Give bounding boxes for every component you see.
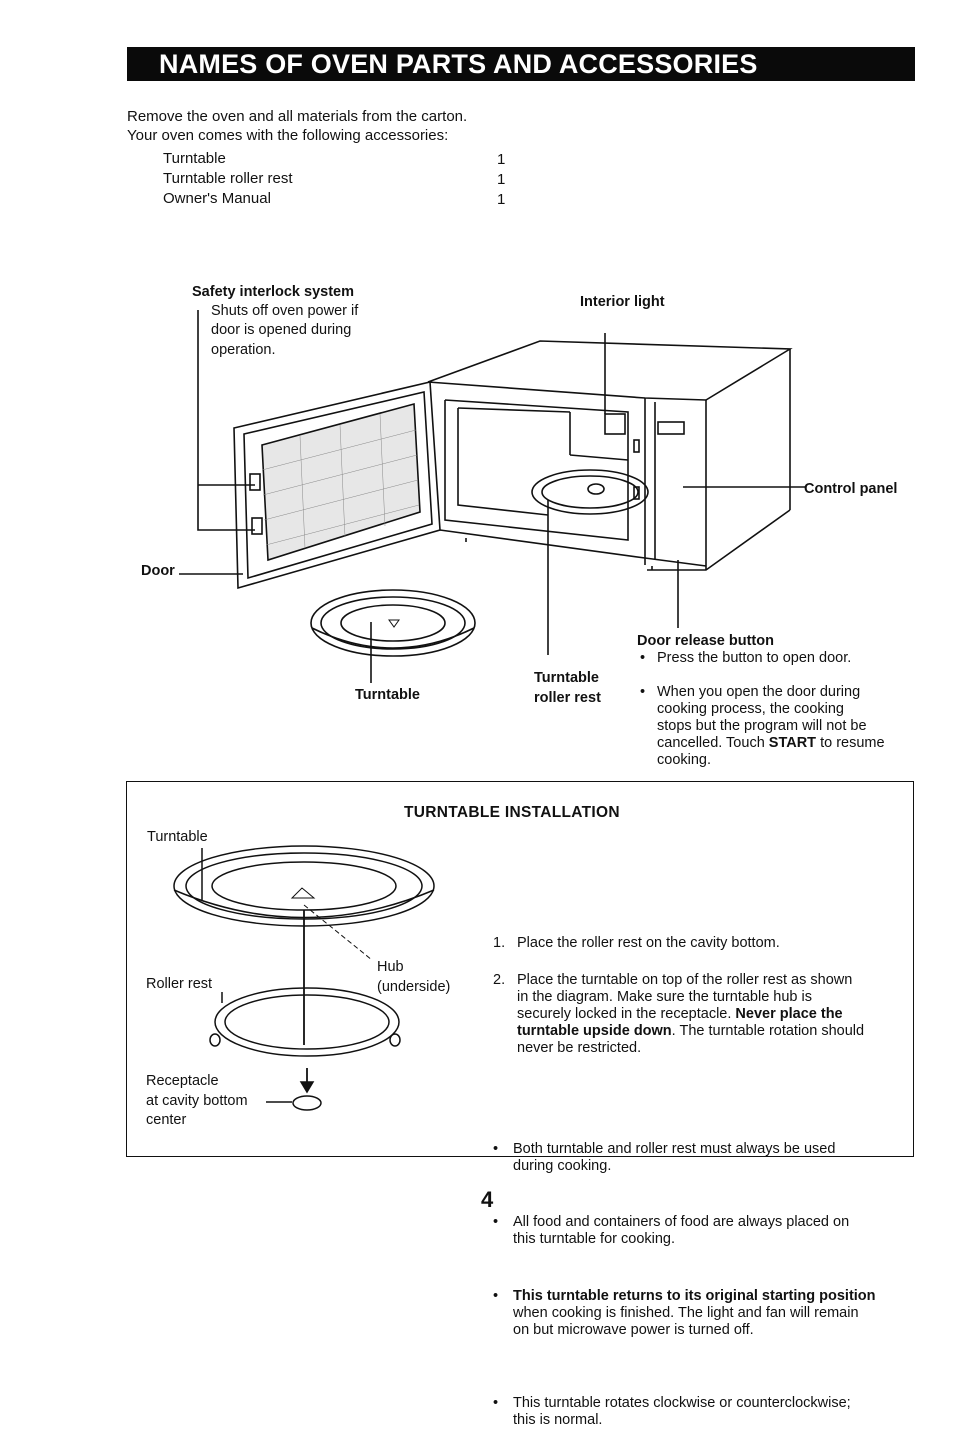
receptacle-label: at cavity bottom	[146, 1093, 248, 1109]
install-step: 2. Place the turntable on top of the rol…	[493, 972, 865, 1056]
interior-light-label: Interior light	[580, 294, 665, 310]
install-bullet: Both turntable and roller rest must alwa…	[489, 1141, 933, 1175]
control-panel-display	[657, 421, 685, 435]
safety-leader	[197, 310, 255, 531]
intro-line-1: Remove the oven and all materials from t…	[127, 108, 468, 125]
install-turntable-label: Turntable	[147, 829, 208, 845]
page-title: NAMES OF OVEN PARTS AND ACCESSORIES	[127, 47, 915, 81]
door-label: Door	[141, 563, 175, 579]
door-release-bullet: When you open the door during cooking pr…	[637, 684, 937, 769]
interior-light-housing	[604, 413, 626, 435]
accessory-name: Owner's Manual	[163, 190, 271, 207]
roller-rest-install-label: Roller rest	[146, 976, 213, 992]
roller-rest-label: roller rest	[534, 690, 601, 706]
install-roller-rest	[214, 987, 400, 1057]
receptacle-label: center	[146, 1112, 187, 1128]
roller-rest-label: Turntable	[534, 670, 599, 686]
oven-cabinet-top	[427, 340, 793, 401]
intro-line-2: Your oven comes with the following acces…	[127, 127, 449, 144]
door-release-title: Door release button	[637, 633, 774, 649]
safety-desc-line: operation.	[211, 342, 276, 358]
oven-diagram	[179, 310, 806, 683]
accessory-qty: 1	[497, 151, 506, 168]
cavity-turntable	[531, 469, 649, 515]
control-panel-label: Control panel	[804, 481, 898, 497]
turntable-label: Turntable	[355, 687, 420, 703]
installation-title: TURNTABLE INSTALLATION	[404, 804, 620, 821]
safety-interlock-title: Safety interlock system	[192, 284, 354, 300]
hub-sub-label: (underside)	[377, 979, 451, 995]
installation-diagram	[173, 845, 435, 1111]
hub-label: Hub	[377, 959, 404, 975]
receptacle	[292, 1095, 322, 1111]
accessory-qty: 1	[497, 191, 506, 208]
oven-door	[233, 381, 441, 590]
oven-cavity	[444, 399, 629, 541]
install-bullet: This turntable returns to its original s…	[489, 1288, 933, 1339]
receptacle-label: Receptacle	[146, 1073, 219, 1089]
install-step: 1.Place the roller rest on the cavity bo…	[493, 935, 780, 951]
accessory-name: Turntable roller rest	[163, 170, 293, 187]
install-bullet: All food and containers of food are alwa…	[489, 1214, 933, 1248]
turntable-plate	[310, 589, 476, 657]
accessory-qty: 1	[497, 171, 506, 188]
install-bullet: This turntable rotates clockwise or coun…	[489, 1395, 933, 1429]
safety-desc-line: Shuts off oven power if	[211, 303, 359, 319]
accessory-name: Turntable	[163, 150, 226, 167]
door-release-bullet: Press the button to open door.	[637, 650, 927, 667]
page-number: 4	[481, 1187, 494, 1212]
safety-desc-line: door is opened during	[211, 322, 352, 338]
